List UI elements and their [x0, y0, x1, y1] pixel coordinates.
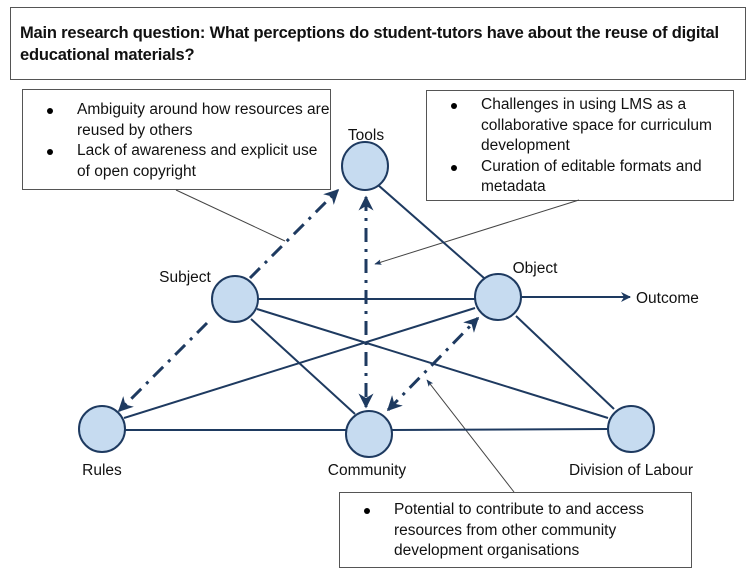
edge-object-division — [515, 315, 615, 410]
label-object: Object — [513, 260, 558, 277]
research-question-box: Main research question: What perceptions… — [10, 7, 746, 80]
edge-community-division — [391, 428, 609, 431]
note-item: Lack of awareness and explicit use of op… — [23, 141, 330, 182]
node-object — [474, 273, 522, 321]
callout-line-right — [374, 199, 580, 265]
label-division-of-labour: Division of Labour — [569, 462, 693, 479]
callout-line-bottom — [426, 379, 515, 493]
edge-object-rules — [123, 307, 476, 419]
arrow-community-object — [386, 316, 480, 412]
label-community: Community — [328, 462, 407, 479]
note-item: Curation of editable formats and metadat… — [427, 157, 733, 198]
community-object-note: Potential to contribute to and access re… — [339, 492, 692, 568]
research-question: Main research question: What perceptions… — [20, 24, 719, 64]
edge-subject-community — [250, 318, 356, 415]
label-outcome: Outcome — [636, 290, 699, 307]
callout-line-left — [175, 189, 286, 242]
label-tools: Tools — [348, 127, 384, 144]
note-item: Challenges in using LMS as a collaborati… — [427, 95, 733, 157]
node-community — [345, 410, 393, 458]
node-subject — [211, 275, 259, 323]
edge-tools-object — [377, 184, 485, 279]
arrow-subject-rules — [117, 321, 209, 413]
node-tools — [341, 141, 389, 191]
label-subject: Subject — [159, 269, 211, 286]
label-rules: Rules — [82, 462, 122, 479]
subject-tools-note: Ambiguity around how resources are reuse… — [22, 89, 331, 190]
node-division-of-labour — [607, 405, 655, 453]
node-rules — [78, 405, 126, 453]
tools-community-note: Challenges in using LMS as a collaborati… — [426, 90, 734, 201]
note-item: Ambiguity around how resources are reuse… — [23, 100, 330, 141]
arrow-subject-tools — [248, 188, 340, 280]
note-item: Potential to contribute to and access re… — [340, 500, 691, 562]
